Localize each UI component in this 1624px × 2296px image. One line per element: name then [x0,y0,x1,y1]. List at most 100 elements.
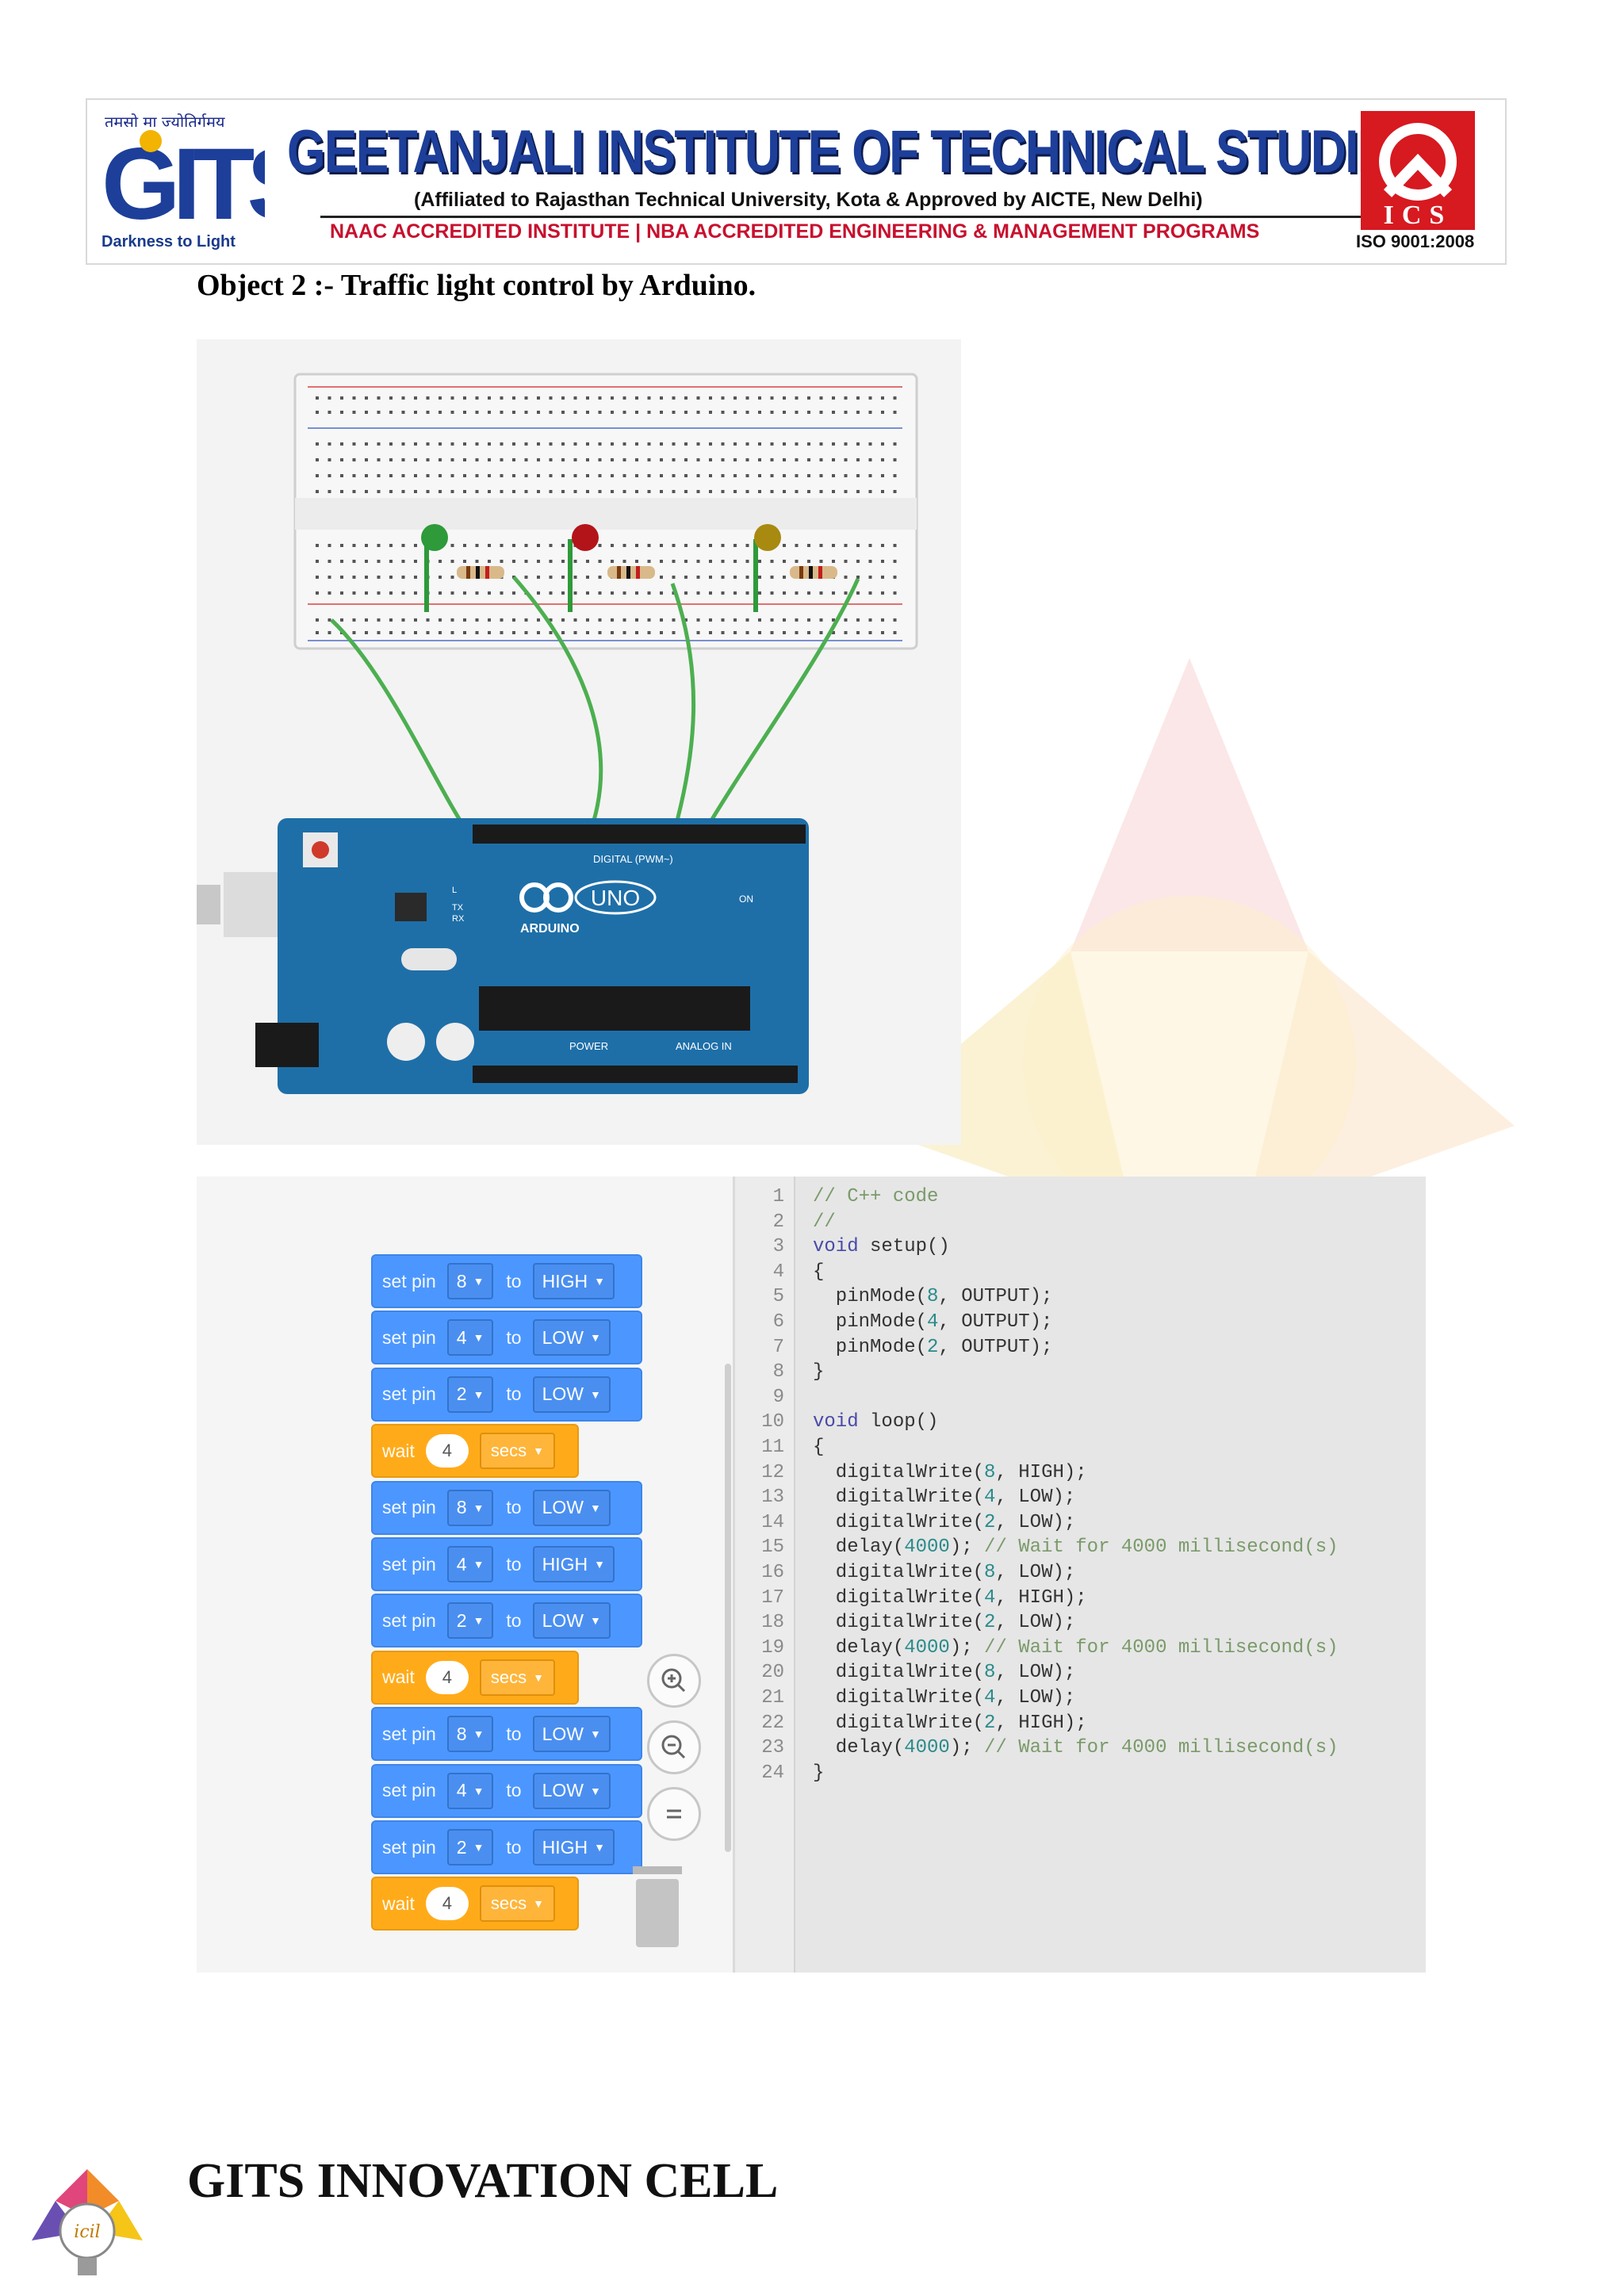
code-text-area[interactable]: // C++ code//void setup(){ pinMode(8, OU… [795,1177,1426,1973]
affiliation-text: (Affiliated to Rajasthan Technical Unive… [414,189,1203,211]
breadboard-hole [660,458,663,461]
breadboard-hole [463,490,466,493]
pin-dropdown[interactable]: 4▼ [446,1772,494,1809]
breadboard-hole [844,560,848,563]
breadboard-hole [524,458,528,461]
state-dropdown[interactable]: HIGH▼ [532,1829,615,1866]
block-label: set pin [382,1723,436,1744]
breadboard-hole [500,474,504,477]
breadboard-hole [426,396,430,400]
unit-dropdown[interactable]: secs▼ [479,1885,556,1923]
breadboard-hole [389,396,393,400]
breadboard-hole [893,458,897,461]
pin-dropdown[interactable]: 2▼ [446,1602,494,1640]
pin-dropdown[interactable]: 8▼ [446,1489,494,1526]
breadboard-hole [783,396,786,400]
unit-dropdown[interactable]: secs▼ [479,1659,556,1696]
breadboard-hole [573,576,577,579]
breadboard-hole [377,631,381,634]
breadboard-hole [832,490,835,493]
gits-logo-letters: GITS [102,128,265,230]
arduino-board: ARDUINO UNO DIGITAL (PWM~) ANALOG IN POW… [197,818,809,1094]
breadboard-hole [721,442,725,446]
zoom-out-button[interactable] [647,1720,701,1774]
breadboard-hole [795,631,799,634]
state-dropdown[interactable]: LOW▼ [532,1376,611,1413]
reset-zoom-button[interactable] [647,1787,701,1841]
breadboard-hole [573,474,577,477]
line-number: 24 [761,1762,784,1784]
pin-dropdown[interactable]: 8▼ [446,1263,494,1299]
breadboard-hole [807,474,810,477]
code-line: pinMode(2, OUTPUT); [813,1336,1053,1358]
breadboard-hole [561,576,565,579]
wait-value-input[interactable]: 4 [425,1434,469,1468]
breadboard-hole [660,631,663,634]
breadboard-hole [316,544,319,547]
line-number: 15 [761,1536,784,1559]
workspace-scrollbar[interactable] [725,1364,731,1852]
breadboard-hole [819,490,823,493]
state-dropdown[interactable]: LOW▼ [532,1319,611,1357]
state-dropdown[interactable]: LOW▼ [532,1772,611,1809]
code-line: digitalWrite(2, LOW); [813,1612,1076,1634]
pin-value: 2 [456,1609,467,1631]
unit-dropdown[interactable]: secs▼ [479,1433,556,1470]
state-dropdown[interactable]: LOW▼ [532,1716,611,1753]
state-dropdown[interactable]: LOW▼ [532,1489,611,1526]
breadboard-hole [426,411,430,414]
breadboard-hole [819,618,823,622]
pin-dropdown[interactable]: 8▼ [446,1716,494,1753]
breadboard-hole [561,591,565,595]
breadboard-hole [844,396,848,400]
breadboard-hole [327,442,331,446]
state-dropdown[interactable]: HIGH▼ [532,1546,615,1582]
breadboard-hole [770,458,774,461]
state-dropdown[interactable]: HIGH▼ [532,1263,615,1299]
breadboard-hole [832,396,835,400]
breadboard-hole [733,618,737,622]
breadboard-hole [819,458,823,461]
pin-dropdown[interactable]: 4▼ [446,1546,494,1582]
breadboard-hole [881,490,884,493]
state-dropdown[interactable]: LOW▼ [532,1602,611,1640]
breadboard-hole [537,618,540,622]
wait-value-input[interactable]: 4 [425,1887,469,1921]
breadboard-hole [327,560,331,563]
pin-value: 2 [456,1836,467,1858]
pin-dropdown[interactable]: 4▼ [446,1319,494,1357]
line-number: 5 [772,1286,784,1308]
zoom-in-button[interactable] [647,1654,701,1708]
pin-dropdown[interactable]: 2▼ [446,1376,494,1413]
block-label: set pin [382,1383,436,1405]
breadboard-hole [488,618,491,622]
caret-down-icon: ▼ [473,1614,485,1628]
breadboard-hole [868,560,872,563]
breadboard-hole [488,474,491,477]
breadboard-hole [586,618,589,622]
breadboard-hole [352,618,356,622]
breadboard-hole [549,560,553,563]
breadboard-hole [721,560,725,563]
pin-dropdown[interactable]: 2▼ [446,1829,494,1866]
line-number: 14 [761,1511,784,1533]
wait-value-input[interactable]: 4 [425,1660,469,1694]
trash-icon[interactable] [622,1860,693,1952]
equals-icon [667,1809,681,1819]
caret-down-icon: ▼ [590,1728,601,1741]
breadboard-hole [401,618,405,622]
caret-down-icon: ▼ [473,1387,485,1401]
